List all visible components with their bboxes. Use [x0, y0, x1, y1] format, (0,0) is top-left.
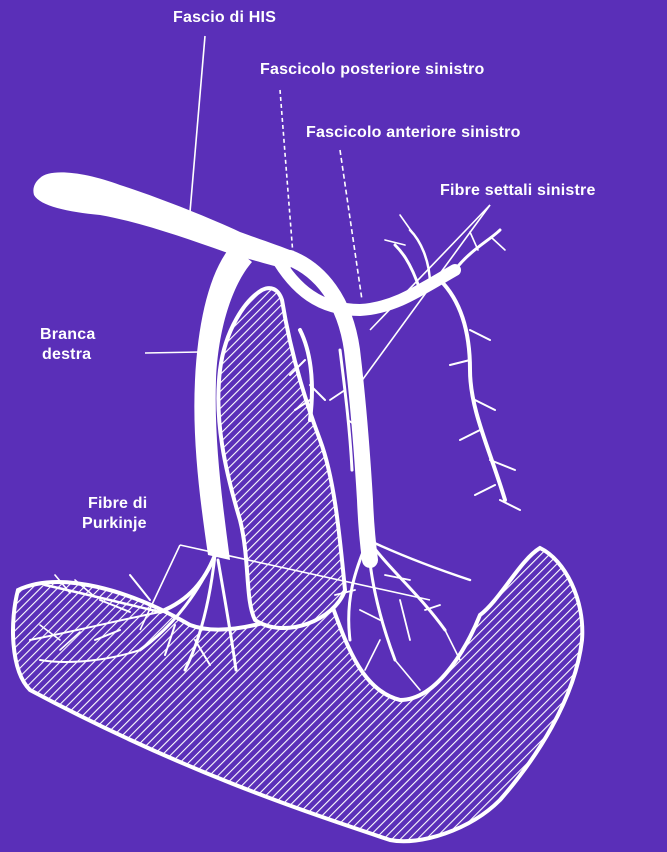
- label-purkinje-line1: Fibre di: [88, 494, 147, 513]
- his-bundle: [33, 172, 295, 270]
- label-purkinje-line2: Purkinje: [82, 514, 147, 533]
- label-right-branch-line2: destra: [42, 345, 91, 364]
- purkinje-fibers-left-anterior: [385, 215, 520, 510]
- label-his-bundle: Fascio di HIS: [173, 8, 276, 27]
- label-left-posterior-fascicle: Fascicolo posteriore sinistro: [260, 60, 485, 79]
- label-left-anterior-fascicle: Fascicolo anteriore sinistro: [306, 123, 521, 142]
- label-right-branch-line1: Branca: [40, 325, 95, 344]
- label-left-septal-fibers: Fibre settali sinistre: [440, 181, 596, 200]
